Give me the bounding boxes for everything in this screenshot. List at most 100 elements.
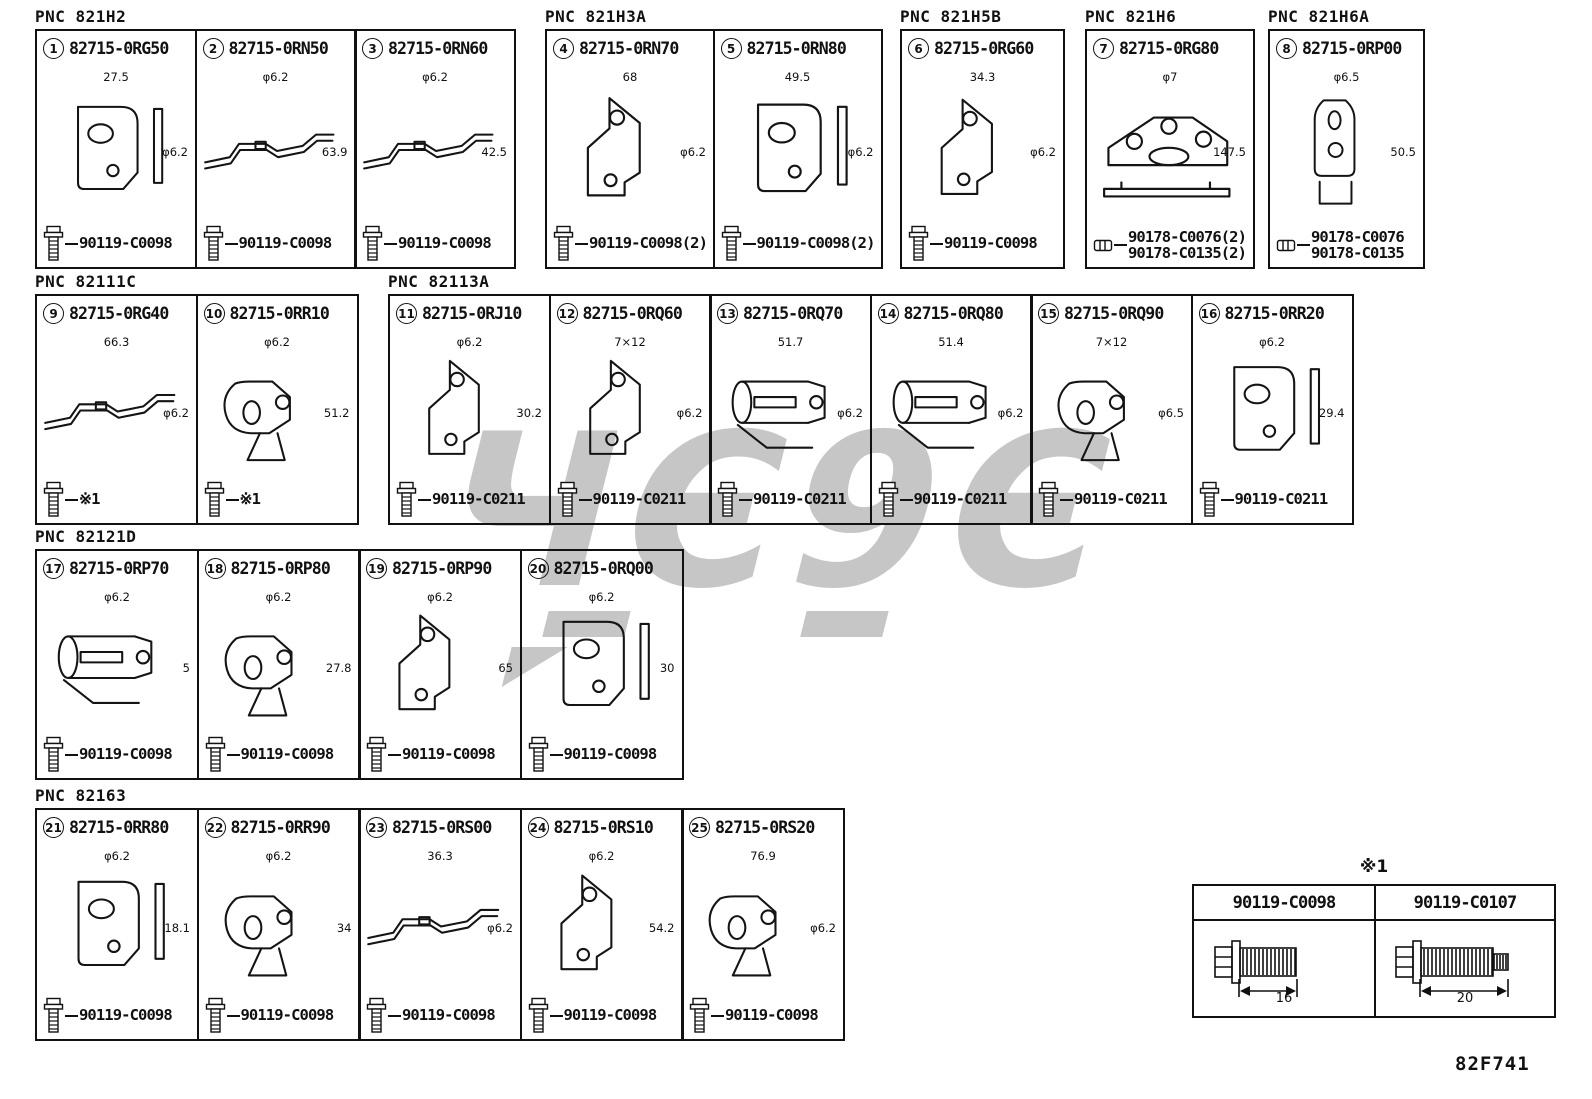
part-number[interactable]: 82715-0RS20 [715, 818, 815, 837]
part-header: 14 82715-0RQ80 [872, 296, 1031, 324]
fastener-part-number[interactable]: ※1 [239, 490, 261, 509]
part-number[interactable]: 82715-0RS10 [553, 818, 654, 837]
part-number[interactable]: 82715-0RN80 [746, 39, 847, 58]
part-number[interactable]: 82715-0RJ10 [422, 304, 522, 323]
fastener-part-number[interactable]: 90119-C0211 [913, 490, 1008, 509]
fastener-labels: 90119-C0098 [398, 234, 492, 253]
part-number[interactable]: 82715-0RG40 [69, 304, 169, 323]
fastener-part-number[interactable]: 90119-C0098 [1194, 886, 1374, 921]
part-number[interactable]: 82715-0RP70 [69, 559, 169, 578]
fastener-labels: 90119-C0211 [592, 490, 687, 509]
fastener-part-number[interactable]: 90119-C0098 [240, 745, 335, 764]
dimension-label: 68 [622, 70, 638, 84]
fastener-part-number[interactable]: ※1 [79, 490, 100, 509]
fastener-part-number[interactable]: 90119-C0211 [1234, 490, 1329, 509]
fastener-part-number[interactable]: 90119-C0211 [432, 490, 526, 509]
part-number[interactable]: 82715-0RR10 [229, 304, 330, 323]
part-number[interactable]: 82715-0RR90 [230, 818, 331, 837]
fastener-row: 90119-C0098 [362, 225, 492, 262]
part-header: 15 82715-0RQ90 [1032, 296, 1191, 324]
fastener-labels: 90119-C0211 [1234, 490, 1329, 509]
part-number[interactable]: 82715-0RQ00 [553, 559, 654, 578]
part-number[interactable]: 82715-0RQ70 [743, 304, 843, 323]
part-number[interactable]: 82715-0RP00 [1302, 39, 1402, 58]
item-number-badge: 3 [362, 38, 383, 59]
dimension-label: φ6.2 [104, 849, 130, 863]
part-number[interactable]: 82715-0RR20 [1224, 304, 1325, 323]
part-number[interactable]: 82715-0RS00 [392, 818, 492, 837]
leader-line [549, 753, 563, 756]
fastener-part-number[interactable]: 90178-C0076 [1311, 227, 1405, 246]
fastener-part-number[interactable]: 90119-C0098 [79, 745, 173, 764]
fastener-part-number[interactable]: 90119-C0098 [238, 234, 333, 253]
part-number[interactable]: 82715-0RG80 [1119, 39, 1219, 58]
leader-line [224, 242, 238, 245]
part-number[interactable]: 82715-0RR80 [69, 818, 169, 837]
dimension-label: 49.5 [784, 70, 811, 84]
fastener-part-number[interactable]: 90119-C0098 [402, 1006, 496, 1025]
part-number[interactable]: 82715-0RN70 [579, 39, 679, 58]
leader-line [578, 498, 592, 501]
fastener-part-number[interactable]: 90119-C0098 [563, 1006, 658, 1025]
fastener-part-number[interactable]: 90178-C0076(2) [1128, 227, 1247, 246]
bolt-icon [203, 225, 224, 262]
fastener-part-number[interactable]: 90119-C0211 [592, 490, 687, 509]
fastener-part-number[interactable]: 90178-C0135 [1311, 244, 1405, 263]
fastener-row: 90119-C0098 [205, 997, 334, 1034]
part-number[interactable]: 82715-0RN60 [388, 39, 488, 58]
item-number-badge: 6 [908, 38, 929, 59]
fastener-part-number[interactable]: 90119-C0098 [563, 745, 658, 764]
nut-icon [1093, 239, 1113, 252]
dimension-label: φ6.2 [427, 590, 453, 604]
fastener-part-number[interactable]: 90119-C0098 [398, 234, 492, 253]
item-number: 20 [529, 561, 547, 576]
bolt-icon [366, 997, 387, 1034]
fastener-part-number[interactable]: 90119-C0098 [944, 234, 1038, 253]
part-header: 12 82715-0RQ60 [551, 296, 710, 324]
fastener-row: 90119-C0211 [1038, 481, 1168, 518]
dimension-label: 76.9 [750, 849, 776, 863]
fastener-part-number[interactable]: 90178-C0135(2) [1128, 244, 1247, 263]
fastener-part-number[interactable]: 90119-C0098 [725, 1006, 819, 1025]
part-number[interactable]: 82715-0RQ90 [1064, 304, 1164, 323]
fastener-part-number[interactable]: 90119-C0098 [402, 745, 496, 764]
dimension-label: 54.2 [648, 920, 675, 935]
fastener-row: 90119-C0098(2) [553, 225, 708, 262]
item-number: 21 [45, 820, 62, 835]
bolt-icon [878, 481, 899, 518]
part-number[interactable]: 82715-0RG50 [69, 39, 169, 58]
fastener-part-number[interactable]: 90119-C0211 [1074, 490, 1168, 509]
fastener-part-number[interactable]: 90119-C0098(2) [589, 234, 708, 253]
fastener-row: 90119-C0098 [203, 225, 332, 262]
bolt-icon [1199, 481, 1220, 518]
fastener-part-number[interactable]: 90119-C0098 [79, 1006, 173, 1025]
bolt-icon [396, 481, 417, 518]
fastener-labels: 90119-C0211 [432, 490, 526, 509]
fastener-row: 90119-C0098 [43, 225, 173, 262]
fastener-labels: 90119-C0098(2) [756, 234, 876, 253]
part-header: 10 82715-0RR10 [198, 296, 357, 324]
part-number[interactable]: 82715-0RQ80 [903, 304, 1004, 323]
dimension-label: 36.3 [427, 849, 453, 863]
part-number[interactable]: 82715-0RQ60 [582, 304, 683, 323]
part-number[interactable]: 82715-0RN50 [228, 39, 329, 58]
fastener-part-number[interactable]: 90119-C0098 [240, 1006, 335, 1025]
fastener-labels: 90119-C0098 [944, 234, 1038, 253]
fastener-part-number[interactable]: 90119-C0098(2) [756, 234, 876, 253]
item-number: 9 [49, 306, 58, 321]
leader-line [1060, 498, 1073, 501]
fastener-part-number[interactable]: 90119-C0098 [79, 234, 173, 253]
fastener-part-number[interactable]: 90119-C0107 [1376, 886, 1554, 921]
part-number[interactable]: 82715-0RP90 [392, 559, 492, 578]
fastener-part-number[interactable]: 90119-C0211 [753, 490, 847, 509]
part-number[interactable]: 82715-0RG60 [934, 39, 1034, 58]
part-number[interactable]: 82715-0RP80 [230, 559, 331, 578]
